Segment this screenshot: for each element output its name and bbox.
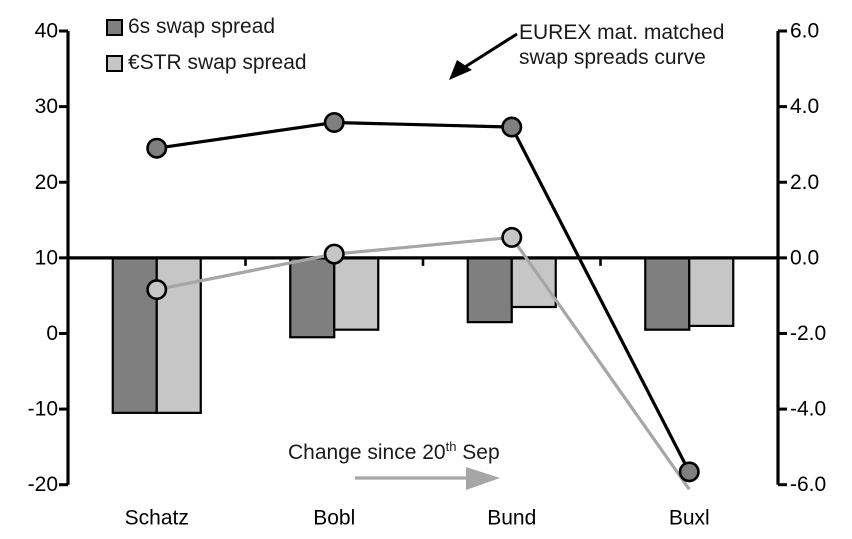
right-axis-tick-label: 0.0 (790, 246, 819, 269)
left-axis-tick-label: 40 (35, 20, 58, 43)
curve-annotation-line1: EUREX mat. matched (519, 21, 725, 44)
line-6s-curve (156, 120, 691, 473)
right-axis-tick-label: -2.0 (790, 322, 826, 345)
right-axis-tick-label: -6.0 (790, 473, 826, 496)
change-note-sup: th (445, 439, 457, 454)
change-arrow-head-icon (466, 467, 500, 490)
legend-item-6s: 6s swap spread (106, 9, 307, 45)
right-axis-tick-label: 6.0 (790, 20, 819, 43)
change-note-suffix: Sep (456, 441, 500, 464)
marker-6s-schatz (146, 137, 168, 159)
marker-estr-bobl (323, 243, 345, 265)
category-label-buxl: Buxl (669, 507, 710, 530)
left-axis-tick-label: 0 (46, 322, 58, 345)
category-label-bund: Bund (487, 507, 536, 530)
bar-estr-bund (510, 256, 557, 309)
bar-6s-schatz (111, 256, 158, 414)
marker-6s-bund (501, 116, 523, 138)
bar-6s-buxl (644, 256, 691, 331)
legend-swatch-estr-icon (106, 54, 123, 72)
marker-estr-bund (501, 226, 523, 248)
line-estr-curve (156, 235, 691, 491)
left-axis-tick-label: 20 (35, 171, 58, 194)
marker-6s-buxl (678, 461, 700, 483)
marker-6s-bobl (323, 111, 345, 133)
left-axis-tick-label: 30 (35, 95, 58, 118)
marker-estr-schatz (146, 279, 168, 301)
legend-label-6s: 6s swap spread (128, 15, 276, 38)
category-label-bobl: Bobl (313, 507, 355, 530)
left-axis-tick-label: -20 (28, 473, 58, 496)
category-label-schatz: Schatz (125, 507, 189, 530)
bar-6s-bobl (289, 256, 336, 339)
left-axis-tick-label: -10 (28, 398, 58, 421)
bar-estr-buxl (688, 256, 735, 328)
legend-item-estr: €STR swap spread (106, 45, 307, 81)
legend-swatch-6s-icon (106, 18, 123, 36)
right-axis-tick-label: -4.0 (790, 398, 826, 421)
right-axis-tick-label: 4.0 (790, 95, 819, 118)
legend-label-estr: €STR swap spread (128, 51, 307, 74)
curve-annotation-arrow-head-icon (449, 60, 472, 80)
curve-annotation-line2: swap spreads curve (519, 46, 706, 69)
curve-annotation-arrow-line (456, 32, 518, 74)
left-axis-tick-label: 10 (35, 246, 58, 269)
legend: 6s swap spread €STR swap spread (106, 9, 307, 81)
curve-annotation: EUREX mat. matched swap spreads curve (519, 20, 724, 70)
change-note-prefix: Change since 20 (288, 441, 446, 464)
change-note: Change since 20th Sep (288, 439, 500, 465)
bar-6s-bund (466, 256, 513, 324)
bar-estr-bobl (333, 256, 380, 331)
right-axis-tick-label: 2.0 (790, 171, 819, 194)
